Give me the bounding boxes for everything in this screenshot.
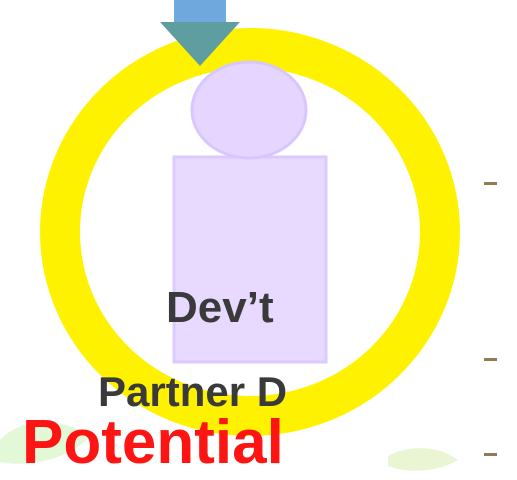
person-head (190, 60, 308, 160)
role-label-line1: Dev’t (166, 283, 274, 332)
arrow-head-icon (160, 22, 240, 66)
role-label-line2: Partner D (98, 368, 288, 415)
bullet-dash-2 (484, 358, 497, 361)
bullet-dash-3 (484, 453, 497, 456)
leaf-decoration-left (0, 422, 90, 464)
arrow-shaft (174, 0, 226, 24)
bullet-dash-1 (484, 182, 497, 185)
leaf-decoration-right (388, 448, 458, 471)
yellow-ring (40, 28, 460, 436)
potential-label: Potential (22, 408, 284, 477)
person-body (172, 155, 328, 364)
